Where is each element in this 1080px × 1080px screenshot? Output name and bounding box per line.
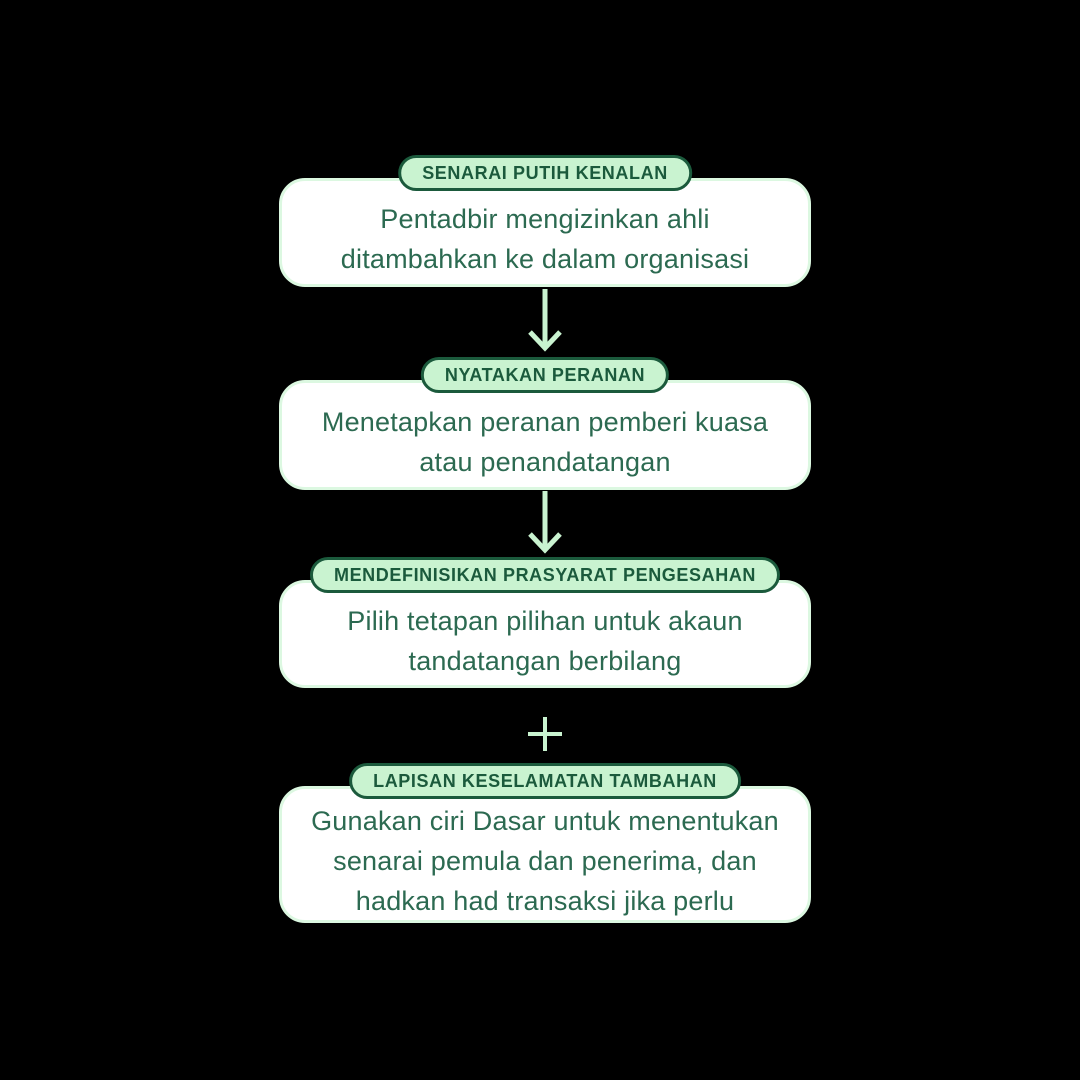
step-1-badge: SENARAI PUTIH KENALAN	[398, 155, 692, 191]
step-4-badge: LAPISAN KESELAMATAN TAMBAHAN	[349, 763, 741, 799]
step-1-card: Pentadbir mengizinkan ahli ditambahkan k…	[279, 178, 811, 287]
step-2-description: Menetapkan peranan pemberi kuasa atau pe…	[321, 406, 769, 477]
step-1: Pentadbir mengizinkan ahli ditambahkan k…	[279, 155, 811, 287]
step-3-badge: MENDEFINISIKAN PRASYARAT PENGESAHAN	[309, 557, 781, 593]
step-4-description: Gunakan ciri Dasar untuk menentukan sena…	[311, 806, 779, 916]
arrow-down-icon	[521, 289, 569, 358]
step-4: Gunakan ciri Dasar untuk menentukan sena…	[279, 763, 811, 923]
step-2-badge: NYATAKAN PERANAN	[420, 357, 670, 393]
step-1-description: Pentadbir mengizinkan ahli ditambahkan k…	[340, 204, 750, 274]
step-3-card: Pilih tetapan pilihan untuk akaun tandat…	[279, 580, 811, 688]
plus-icon	[528, 717, 562, 751]
step-2: Menetapkan peranan pemberi kuasa atau pe…	[279, 357, 811, 490]
step-3: Pilih tetapan pilihan untuk akaun tandat…	[279, 557, 811, 688]
step-2-card: Menetapkan peranan pemberi kuasa atau pe…	[279, 380, 811, 490]
step-3-description: Pilih tetapan pilihan untuk akaun tandat…	[347, 605, 743, 676]
arrow-down-icon	[521, 491, 569, 560]
step-4-card: Gunakan ciri Dasar untuk menentukan sena…	[279, 786, 811, 923]
